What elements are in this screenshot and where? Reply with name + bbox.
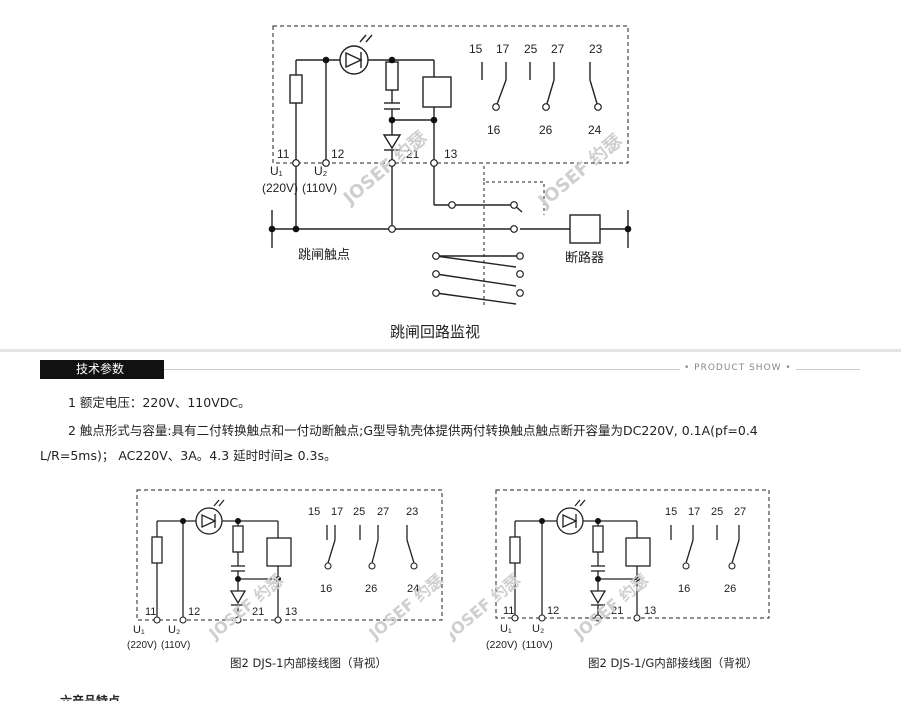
terminal-24: 24 — [407, 583, 419, 595]
spec-line-2: 2 触点形式与容量:具有二付转换触点和一付动断触点;G型导轨壳体提供两付转换触点… — [68, 423, 758, 438]
terminal-17: 17 — [331, 506, 343, 518]
figure-caption: 图2 DJS-1/G内部接线图（背视） — [588, 656, 758, 670]
trip-contact-label: 跳闸触点 — [298, 248, 350, 263]
terminal-13: 13 — [644, 605, 656, 617]
watermark: JOSEF 约瑟 — [533, 130, 627, 214]
terminal-26: 26 — [365, 583, 377, 595]
u2-voltage: (110V) — [522, 639, 553, 651]
terminal-11: 11 — [145, 606, 156, 618]
terminal-17: 17 — [496, 42, 510, 56]
terminal-25: 25 — [711, 506, 723, 518]
u1-label: U₁ — [270, 164, 283, 178]
watermark: JOSEF 约瑟 — [338, 127, 432, 211]
terminal-21: 21 — [611, 605, 623, 617]
terminal-23: 23 — [406, 506, 418, 518]
terminal-27: 27 — [551, 42, 565, 56]
terminal-15: 15 — [308, 506, 320, 518]
terminal-21: 21 — [252, 606, 264, 618]
terminal-13: 13 — [444, 147, 458, 161]
product-show-label: • PRODUCT SHOW • — [684, 363, 792, 373]
terminal-25: 25 — [353, 506, 365, 518]
diagram-caption: 跳闸回路监视 — [390, 323, 480, 341]
djs1-wiring-diagram: 15 17 25 27 23 16 26 24 11 12 21 13 U₁ U… — [127, 489, 447, 670]
u2-label: U₂ — [314, 164, 328, 178]
u1-voltage: (220V) — [262, 181, 298, 195]
terminal-12: 12 — [331, 147, 345, 161]
header-rule — [796, 369, 860, 370]
breaker-label: 断路器 — [565, 250, 604, 266]
watermark: JOSEF 约瑟 — [205, 570, 287, 643]
terminal-16: 16 — [487, 123, 501, 137]
u1-label: U₁ — [500, 623, 512, 635]
djs1g-wiring-diagram: 15 17 25 27 16 26 11 12 21 13 U₁ U₂ (220… — [450, 489, 770, 670]
terminal-12: 12 — [547, 605, 559, 617]
terminal-15: 15 — [665, 506, 677, 518]
terminal-12: 12 — [188, 606, 200, 618]
terminal-26: 26 — [724, 583, 736, 595]
u2-voltage: (110V) — [302, 181, 337, 195]
terminal-15: 15 — [469, 42, 483, 56]
watermark: JOSEF 约瑟 — [570, 570, 652, 643]
terminal-16: 16 — [320, 583, 332, 595]
section-tab: 技术参数 — [40, 360, 164, 379]
terminal-24: 24 — [588, 123, 602, 137]
terminal-21: 21 — [406, 147, 420, 161]
terminal-27: 27 — [734, 506, 746, 518]
u2-label: U₂ — [168, 624, 180, 636]
terminal-17: 17 — [688, 506, 700, 518]
spec-line-1: 1 额定电压：220V、110VDC。 — [68, 395, 251, 410]
next-section-heading: 六产品特点 — [60, 694, 121, 701]
header-rule — [164, 369, 680, 370]
terminal-13: 13 — [285, 606, 297, 618]
section-separator — [0, 349, 901, 352]
u2-voltage: (110V) — [161, 640, 190, 651]
terminal-25: 25 — [524, 42, 538, 56]
terminal-11: 11 — [503, 605, 514, 617]
watermark: JOSEF 约瑟 — [365, 570, 447, 643]
terminal-27: 27 — [377, 506, 389, 518]
terminal-26: 26 — [539, 123, 553, 137]
terminal-23: 23 — [589, 42, 603, 56]
terminal-11: 11 — [277, 147, 290, 161]
u1-voltage: (220V) — [486, 639, 518, 651]
trip-circuit-diagram: 15 17 25 27 23 16 26 24 11 12 21 13 U₁ U… — [262, 25, 632, 341]
u2-label: U₂ — [532, 623, 544, 635]
figure-caption: 图2 DJS-1内部接线图（背视） — [230, 656, 387, 670]
u1-label: U₁ — [133, 624, 145, 636]
terminal-16: 16 — [678, 583, 690, 595]
spec-line-3: L/R=5ms)； AC220V、3A。4.3 延时时间≥ 0.3s。 — [40, 448, 337, 463]
u1-voltage: (220V) — [127, 640, 157, 651]
